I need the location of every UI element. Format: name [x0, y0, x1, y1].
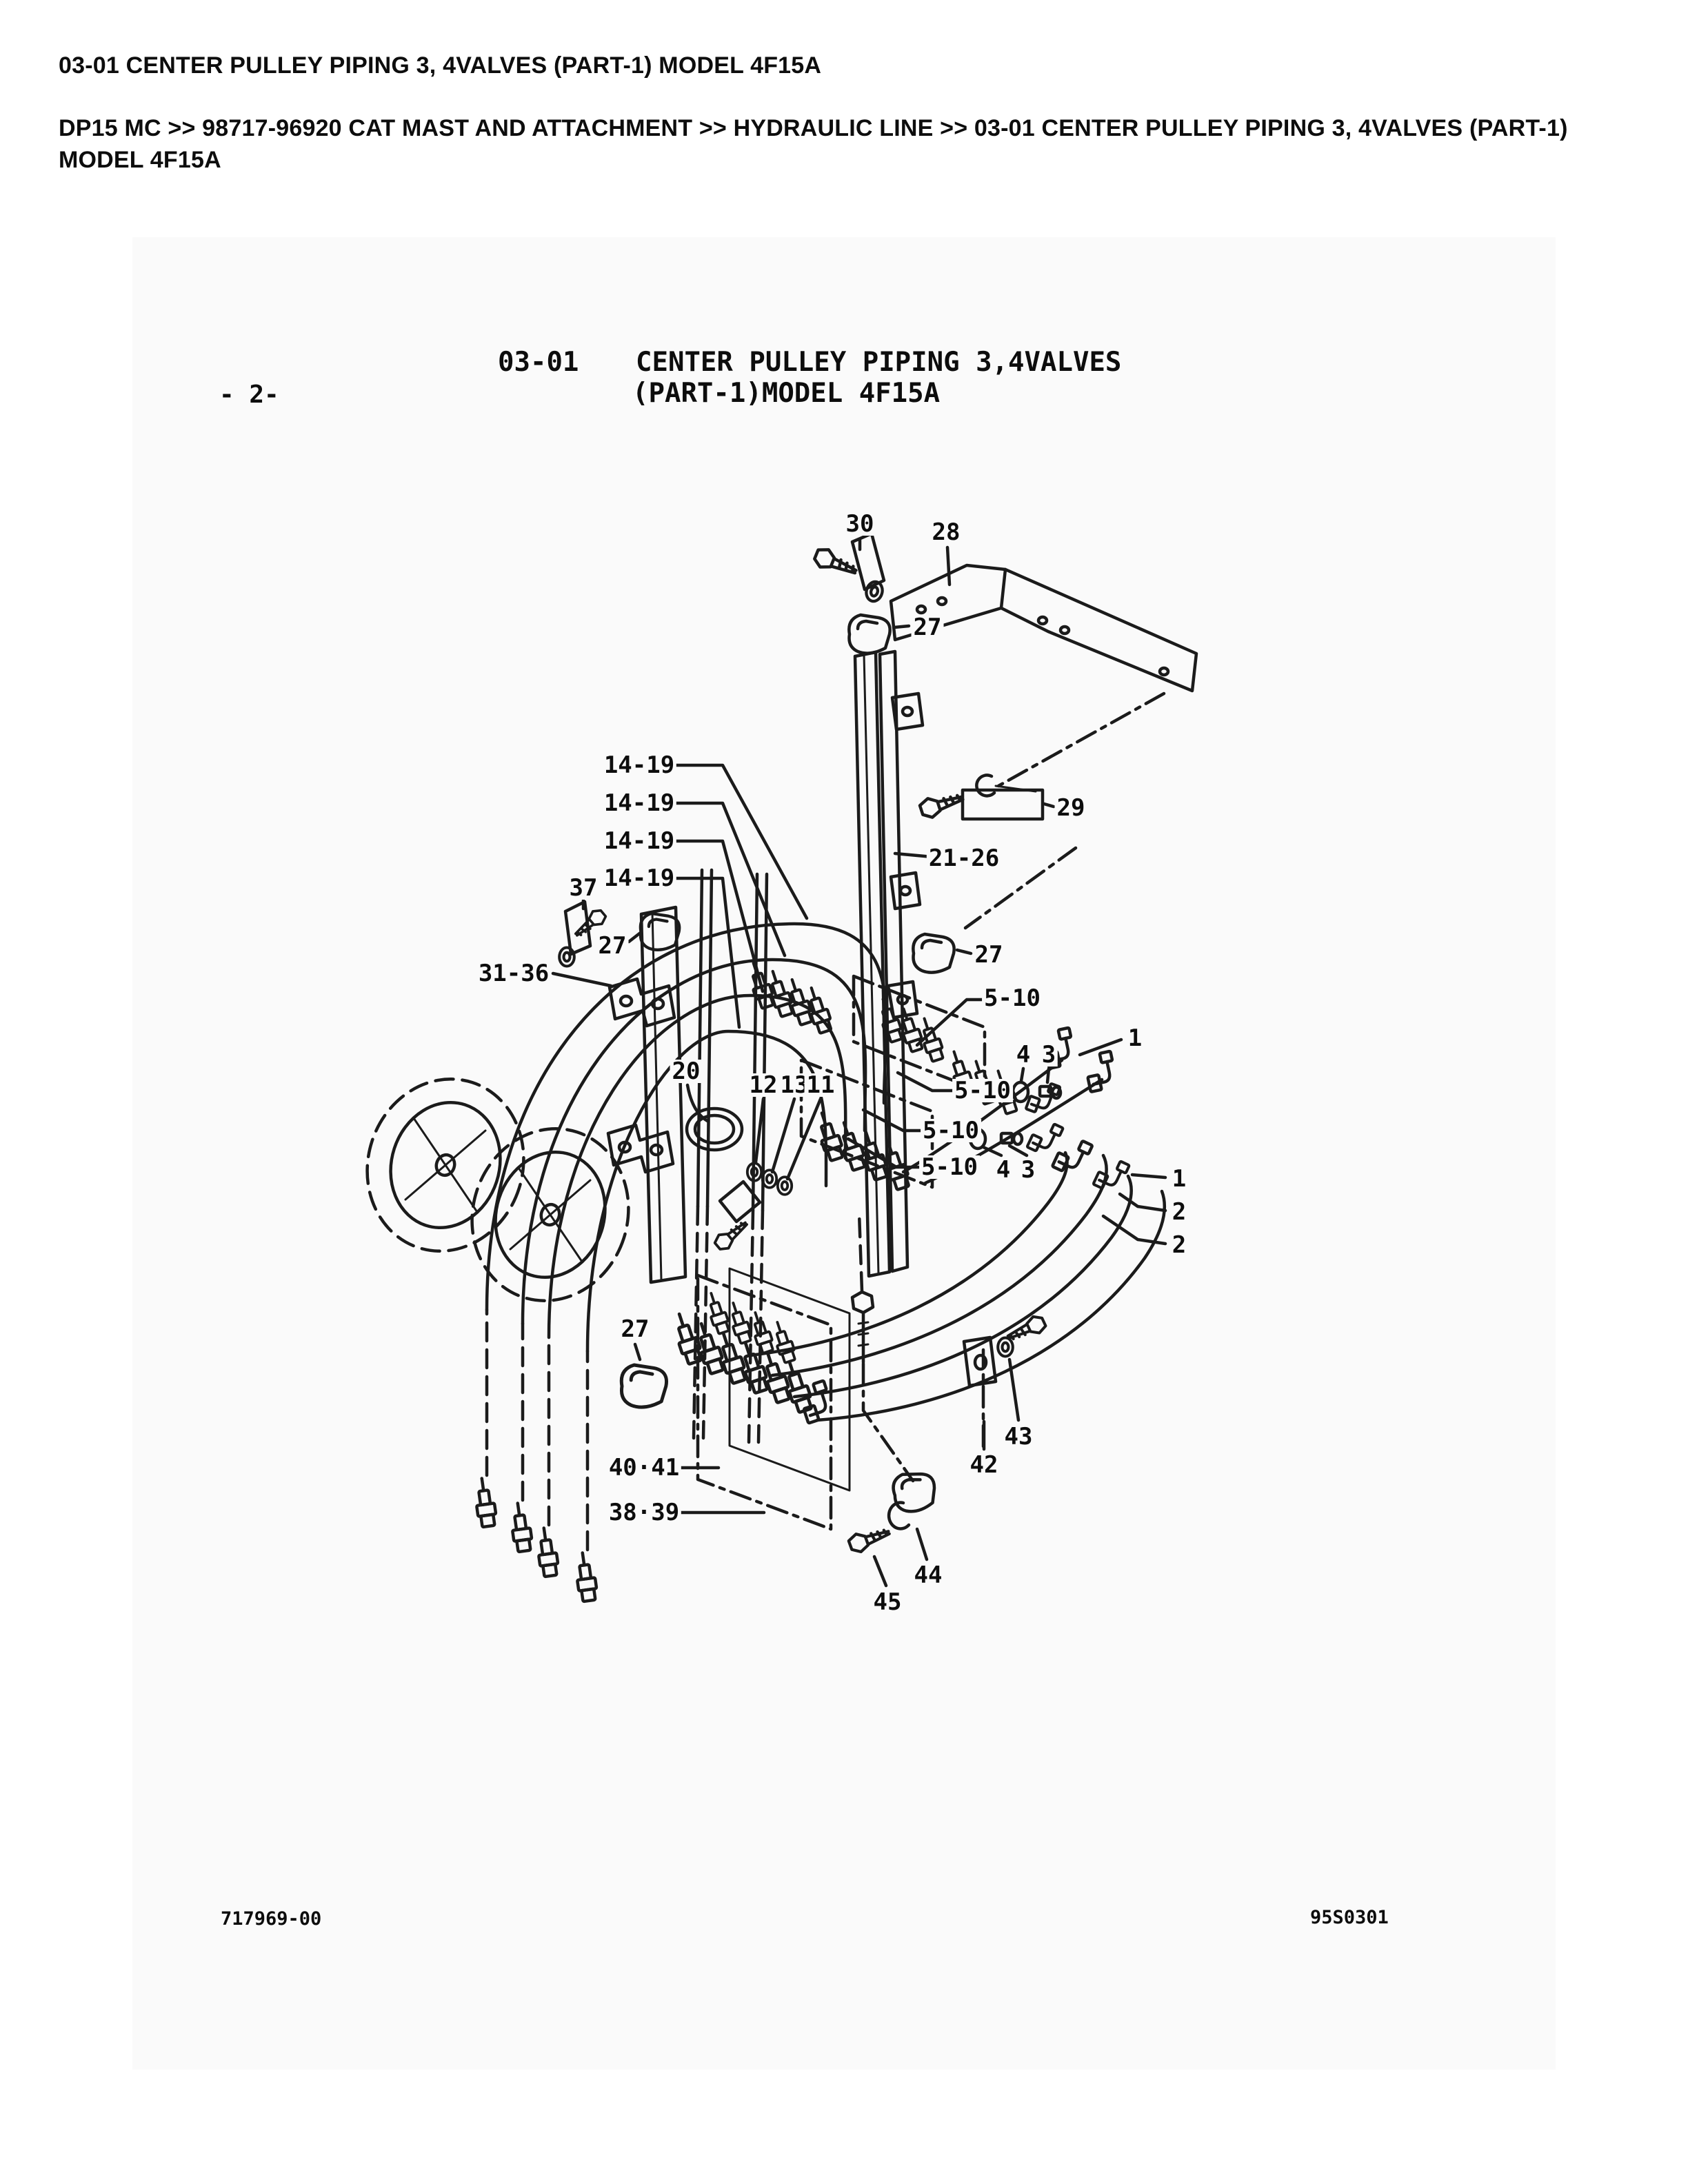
callout-11: 11	[804, 1073, 837, 1097]
callout-45: 45	[871, 1590, 904, 1614]
callout-5-10-4: 5-10	[919, 1155, 980, 1179]
callout-14-19-4: 14-19	[601, 867, 677, 890]
callout-37: 37	[567, 876, 600, 900]
figure-code: 95S0301	[1310, 1907, 1389, 1928]
figure-caption-line1: CENTER PULLEY PIPING 3,4VALVES	[636, 347, 1122, 378]
callout-3-upper: 3	[1039, 1043, 1058, 1066]
callout-27-bottom: 27	[619, 1317, 652, 1341]
callout-14-19-1: 14-19	[601, 754, 677, 777]
callout-5-10-3: 5-10	[921, 1119, 981, 1142]
callout-29: 29	[1054, 796, 1087, 820]
callout-12: 12	[747, 1073, 780, 1097]
callout-28: 28	[930, 520, 963, 544]
callout-43: 43	[1002, 1425, 1035, 1448]
callout-5-10-2: 5-10	[952, 1079, 1013, 1102]
callout-3-lower: 3	[1018, 1158, 1038, 1182]
page-title: 03-01 CENTER PULLEY PIPING 3, 4VALVES (P…	[59, 52, 822, 79]
callout-31-36: 31-36	[476, 962, 552, 985]
callout-5-10-1: 5-10	[982, 987, 1043, 1010]
figure-caption-line2: (PART-1)MODEL 4F15A	[632, 378, 941, 409]
callout-27-left: 27	[596, 934, 629, 958]
callout-1-upper: 1	[1125, 1027, 1145, 1050]
callout-38-39: 38·39	[606, 1501, 682, 1524]
sheet-number: - 2-	[219, 381, 279, 409]
callout-27-right: 27	[972, 943, 1005, 967]
callout-14-19-2: 14-19	[601, 791, 677, 815]
breadcrumb: DP15 MC >> 98717-96920 CAT MAST AND ATTA…	[59, 115, 1568, 173]
callout-21-26: 21-26	[926, 847, 1002, 870]
callout-30: 30	[843, 512, 876, 536]
callout-1-lower: 1	[1169, 1167, 1189, 1191]
callout-4-upper: 4	[1014, 1043, 1033, 1066]
callout-44: 44	[912, 1564, 945, 1587]
callout-2-b: 2	[1169, 1233, 1189, 1257]
document-number: 717969-00	[221, 1908, 322, 1930]
callout-2-a: 2	[1169, 1200, 1189, 1224]
callout-40-41: 40·41	[606, 1456, 682, 1479]
callout-4-lower: 4	[994, 1158, 1013, 1182]
callout-42: 42	[967, 1453, 1001, 1477]
callout-27-top: 27	[911, 616, 944, 639]
figure-section-number: 03-01	[498, 347, 579, 378]
callout-14-19-3: 14-19	[601, 829, 677, 853]
callout-20: 20	[670, 1060, 703, 1083]
